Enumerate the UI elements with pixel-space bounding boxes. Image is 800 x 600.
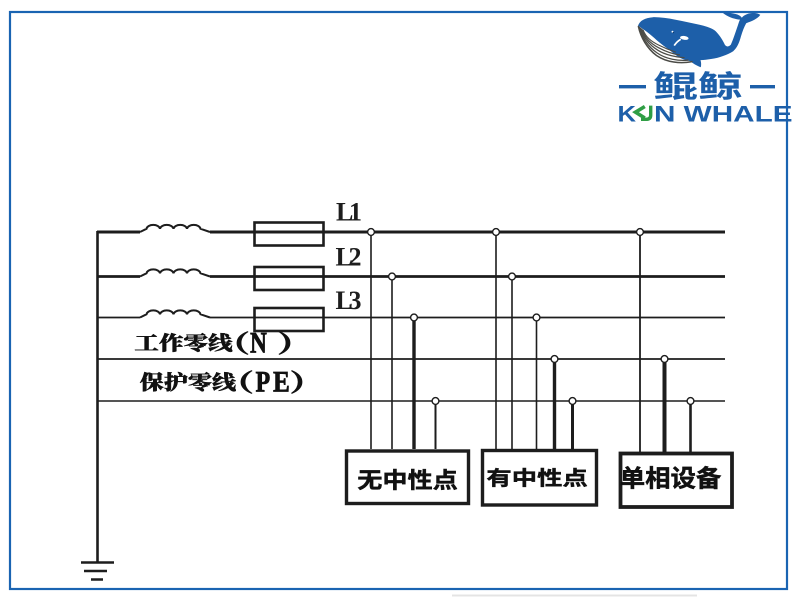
- svg-text:K: K: [618, 102, 637, 127]
- svg-text:L3: L3: [336, 286, 362, 315]
- svg-text:L2: L2: [336, 243, 362, 272]
- svg-text:L1: L1: [336, 198, 362, 227]
- svg-text:N WHALE: N WHALE: [654, 102, 793, 127]
